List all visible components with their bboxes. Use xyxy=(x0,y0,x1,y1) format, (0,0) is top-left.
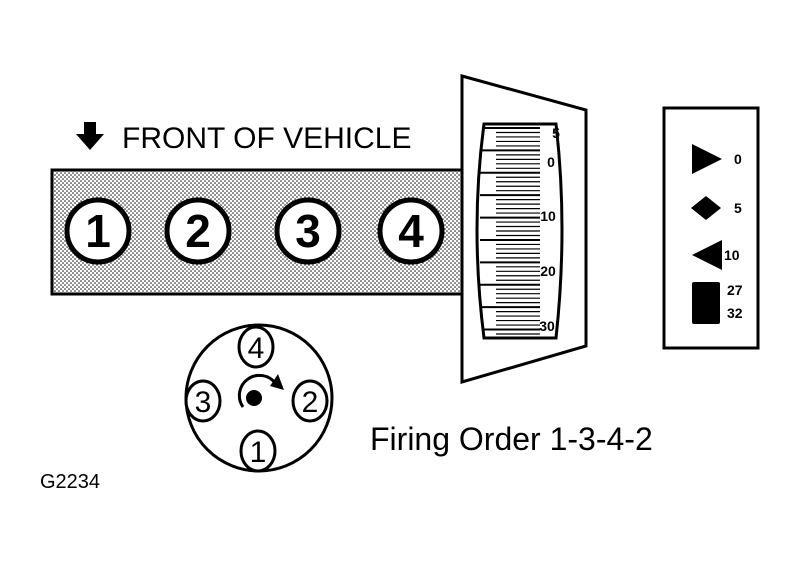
timing-scale-ticks xyxy=(480,127,540,335)
cylinder-2-number: 2 xyxy=(185,205,211,257)
legend-item-5: 5 xyxy=(691,196,742,220)
diamond-icon xyxy=(691,196,721,220)
distributor-terminal-2 xyxy=(291,379,329,423)
scale-label-0: 0 xyxy=(547,154,555,170)
distributor-terminal-3-number: 3 xyxy=(195,386,212,419)
firing-order-caption: Firing Order 1-3-4-2 xyxy=(370,421,653,457)
square-icon xyxy=(692,282,720,324)
distributor-terminal-2-number: 2 xyxy=(302,386,319,419)
scale-label-5: 5 xyxy=(552,125,560,141)
triangle-left-icon xyxy=(692,240,722,270)
timing-scale-labels: 5 0 10 20 30 xyxy=(539,125,560,334)
scale-label-10: 10 xyxy=(540,208,556,224)
legend-label-0: 0 xyxy=(734,151,742,167)
distributor-terminal-3 xyxy=(184,379,222,423)
cylinder-2: 2 xyxy=(164,197,232,265)
cylinder-4: 4 xyxy=(377,197,445,265)
distributor-terminal-4 xyxy=(237,325,275,369)
scale-label-20: 20 xyxy=(540,263,556,279)
distributor-cap: 4 2 1 3 xyxy=(184,323,334,473)
cylinder-3-number: 3 xyxy=(295,205,321,257)
legend-item-27-32: 27 32 xyxy=(692,282,743,324)
rotor-hub-icon xyxy=(246,390,262,406)
front-of-vehicle-label: FRONT OF VEHICLE xyxy=(122,122,411,155)
triangle-right-icon xyxy=(692,144,722,174)
cylinder-1: 1 xyxy=(64,197,132,265)
legend-item-10: 10 xyxy=(692,240,740,270)
legend-label-27: 27 xyxy=(727,282,743,298)
legend-item-0: 0 xyxy=(692,144,742,174)
rotation-arrow-icon xyxy=(237,373,278,408)
front-arrow-icon xyxy=(76,122,104,150)
distributor-terminal-4-number: 4 xyxy=(248,332,265,365)
distributor-terminal-1 xyxy=(239,429,277,473)
scale-label-30: 30 xyxy=(539,318,555,334)
cylinder-1-number: 1 xyxy=(85,205,111,257)
legend-label-5: 5 xyxy=(734,200,742,216)
legend-label-32: 32 xyxy=(727,305,743,321)
cylinder-4-number: 4 xyxy=(398,205,424,257)
figure-code: G2234 xyxy=(40,471,100,493)
cylinder-3: 3 xyxy=(274,197,342,265)
legend-label-10: 10 xyxy=(724,247,740,263)
distributor-terminal-1-number: 1 xyxy=(250,436,267,469)
